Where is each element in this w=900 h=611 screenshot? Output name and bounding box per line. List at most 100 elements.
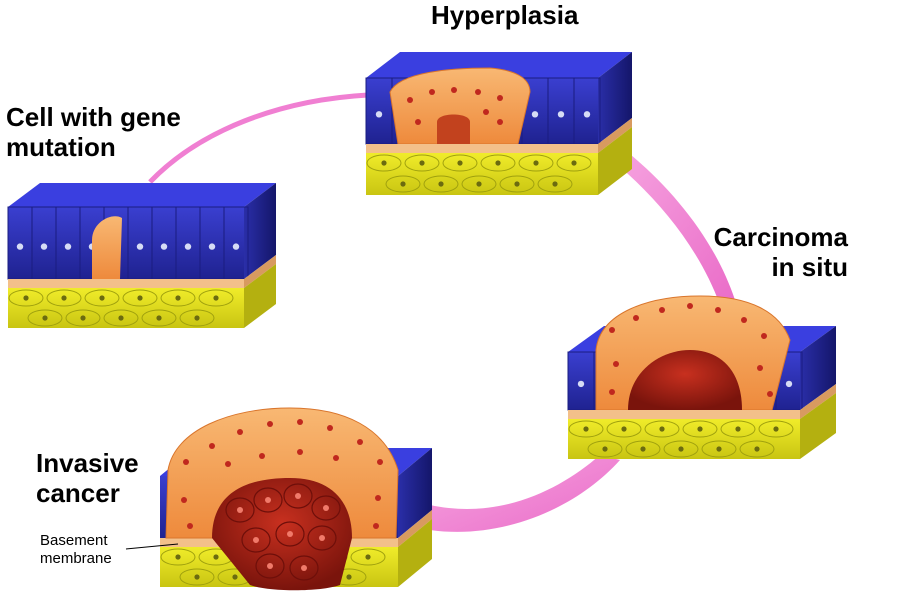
label-hyperplasia: Hyperplasia (431, 0, 578, 30)
arrow-segment-3 (430, 455, 620, 532)
stroma-cell (8, 289, 44, 307)
stroma-cell (350, 548, 386, 566)
stroma-cell (46, 289, 82, 307)
stroma-nucleus (175, 554, 181, 560)
tumor-nucleus (373, 523, 379, 529)
stroma-nucleus (533, 160, 539, 166)
stroma-nucleus (346, 574, 352, 580)
label-line: in situ (771, 252, 848, 282)
basement-membrane (8, 279, 244, 288)
stroma-side (598, 127, 632, 195)
label-invasive-cancer: Invasive cancer (36, 448, 139, 508)
stroma-cell (499, 175, 535, 193)
invasive-nucleus (253, 537, 259, 543)
stroma-front (568, 419, 800, 459)
tumor-nucleus (475, 89, 481, 95)
stroma-nucleus (602, 446, 608, 452)
stroma-cell (404, 154, 440, 172)
basement-membrane (568, 410, 800, 419)
stroma-cell (461, 175, 497, 193)
tumor-nucleus (237, 429, 243, 435)
label-line: Hyperplasia (431, 0, 579, 30)
tumor-nucleus (259, 453, 265, 459)
invasive-cell (225, 497, 255, 523)
label-line: membrane (40, 550, 112, 567)
tumor-nucleus (497, 95, 503, 101)
invasive-nucleus (301, 565, 307, 571)
label-line: cancer (36, 478, 120, 508)
stroma-cell (385, 175, 421, 193)
stroma-cell (198, 289, 234, 307)
stroma-cell (587, 440, 623, 458)
stroma-nucleus (773, 426, 779, 432)
stroma-cell (625, 440, 661, 458)
stroma-nucleus (213, 295, 219, 301)
tumor-nucleus (613, 361, 619, 367)
tumor-nucleus (297, 449, 303, 455)
membrane-side (244, 255, 276, 288)
epithelium-side (244, 183, 276, 279)
tumor-nucleus (183, 459, 189, 465)
tumor-nucleus (297, 419, 303, 425)
stroma-cell (366, 154, 402, 172)
stroma-cell (606, 420, 642, 438)
label-basement-membrane: Basement membrane (40, 532, 112, 568)
invasive-nucleus (267, 563, 273, 569)
stroma-cell (179, 309, 215, 327)
stroma-cell (720, 420, 756, 438)
invasive-cell (253, 487, 283, 513)
stroma-cell (556, 154, 592, 172)
stroma-cell (122, 289, 158, 307)
epithelium-side (800, 326, 836, 410)
stroma-nucleus (194, 315, 200, 321)
tumor-nucleus (187, 523, 193, 529)
malignant-core (628, 350, 742, 410)
cell-nucleus (557, 111, 565, 118)
cell-nucleus (232, 243, 240, 250)
tumor-nucleus (483, 109, 489, 115)
tumor-nucleus (407, 97, 413, 103)
invasive-nucleus (287, 531, 293, 537)
stroma-nucleus (137, 295, 143, 301)
invasive-cell (311, 495, 341, 521)
invasive-nucleus (265, 497, 271, 503)
cell-nucleus (184, 243, 192, 250)
dark-cell (437, 114, 470, 144)
stroma-nucleus (213, 554, 219, 560)
block-hyperplasia (365, 52, 632, 195)
label-line: mutation (6, 132, 116, 162)
invasive-nucleus (323, 505, 329, 511)
stroma-nucleus (23, 295, 29, 301)
epithelium-side (598, 52, 632, 144)
tumor-nucleus (633, 315, 639, 321)
cell-nucleus (40, 243, 48, 250)
stroma-nucleus (438, 181, 444, 187)
invasive-cell (283, 483, 313, 509)
tumor-nucleus (715, 307, 721, 313)
basement-membrane (366, 144, 598, 153)
stroma-cell (160, 289, 196, 307)
invasive-cell (255, 553, 285, 579)
stroma-cell (141, 309, 177, 327)
stroma-nucleus (754, 446, 760, 452)
stroma-front (366, 153, 598, 195)
stroma-nucleus (476, 181, 482, 187)
stroma-cell (84, 289, 120, 307)
stroma-nucleus (365, 554, 371, 560)
invasive-nucleus (295, 493, 301, 499)
block-gene-mutation (7, 183, 276, 328)
invasive-cell (241, 527, 271, 553)
stroma-cell (568, 420, 604, 438)
stroma-cell (27, 309, 63, 327)
stroma-nucleus (621, 426, 627, 432)
invasive-nucleus (319, 535, 325, 541)
label-gene-mutation: Cell with gene mutation (6, 102, 181, 162)
tumor-nucleus (687, 303, 693, 309)
stroma-nucleus (514, 181, 520, 187)
membrane-side (398, 510, 432, 547)
tumor-nucleus (497, 119, 503, 125)
tumor-nucleus (767, 391, 773, 397)
tumor-nucleus (181, 497, 187, 503)
tumor-nuclei (181, 419, 383, 529)
